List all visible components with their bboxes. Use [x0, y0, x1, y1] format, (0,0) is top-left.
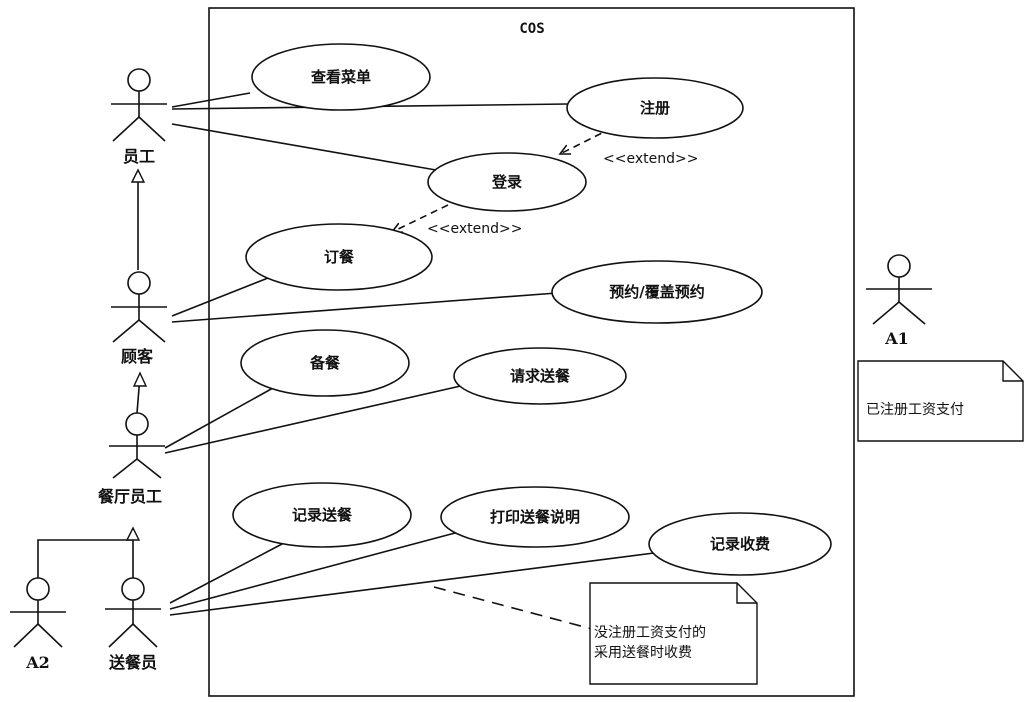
use-case-record-delivery: 记录送餐: [232, 482, 412, 548]
svg-text:订餐: 订餐: [324, 248, 355, 266]
use-case-login: 登录: [427, 152, 587, 212]
actor-restaurant-staff-label: 餐厅员工: [97, 487, 162, 506]
actor-delivery-staff: [105, 577, 161, 648]
use-case-view-menu: 查看菜单: [251, 43, 431, 111]
svg-text:采用送餐时收费: 采用送餐时收费: [594, 645, 692, 661]
svg-text:注册: 注册: [640, 99, 670, 117]
use-case-print-delivery: 打印送餐说明: [440, 486, 630, 548]
svg-text:记录收费: 记录收费: [710, 535, 770, 553]
use-case-record-payment: 记录收费: [648, 512, 832, 576]
extend-label-login: <<extend>>: [427, 221, 522, 237]
actor-delivery-staff-label: 送餐员: [108, 653, 157, 672]
generalizations: [37, 168, 148, 578]
svg-text:没注册工资支付的: 没注册工资支付的: [594, 625, 706, 641]
system-boundary: [208, 7, 855, 697]
use-case-order: 订餐: [245, 223, 433, 291]
use-case-reserve: 预约/覆盖预约: [551, 260, 763, 324]
svg-text:请求送餐: 请求送餐: [510, 367, 571, 385]
svg-text:已注册工资支付: 已注册工资支付: [866, 402, 964, 418]
actor-employee: [111, 68, 167, 142]
svg-text:预约/覆盖预约: 预约/覆盖预约: [609, 283, 704, 301]
actor-customer: [111, 271, 167, 343]
note-cash-on-delivery: 没注册工资支付的 采用送餐时收费: [589, 582, 758, 685]
svg-text:记录送餐: 记录送餐: [292, 506, 353, 524]
use-case-register: 注册: [566, 77, 744, 139]
actor-customer-label: 顾客: [121, 347, 154, 366]
note-anchor-line: [433, 586, 593, 630]
actor-a2: [10, 577, 66, 648]
use-case-request-delivery: 请求送餐: [453, 347, 627, 405]
actor-a1: [866, 254, 932, 325]
actor-a2-label: A2: [25, 653, 50, 672]
actor-restaurant-staff: [109, 412, 165, 479]
extend-dependencies: [392, 127, 613, 232]
svg-text:查看菜单: 查看菜单: [311, 68, 371, 86]
actor-a1-label: A1: [884, 329, 909, 348]
use-case-prepare: 备餐: [240, 329, 410, 397]
note-payroll: 已注册工资支付: [857, 360, 1024, 442]
svg-text:登录: 登录: [491, 173, 522, 191]
associations: [164, 92, 655, 616]
system-title: COS: [519, 21, 544, 37]
actor-employee-label: 员工: [123, 147, 155, 166]
svg-text:备餐: 备餐: [309, 354, 341, 372]
svg-text:打印送餐说明: 打印送餐说明: [490, 508, 580, 526]
extend-label-register: <<extend>>: [603, 151, 698, 167]
